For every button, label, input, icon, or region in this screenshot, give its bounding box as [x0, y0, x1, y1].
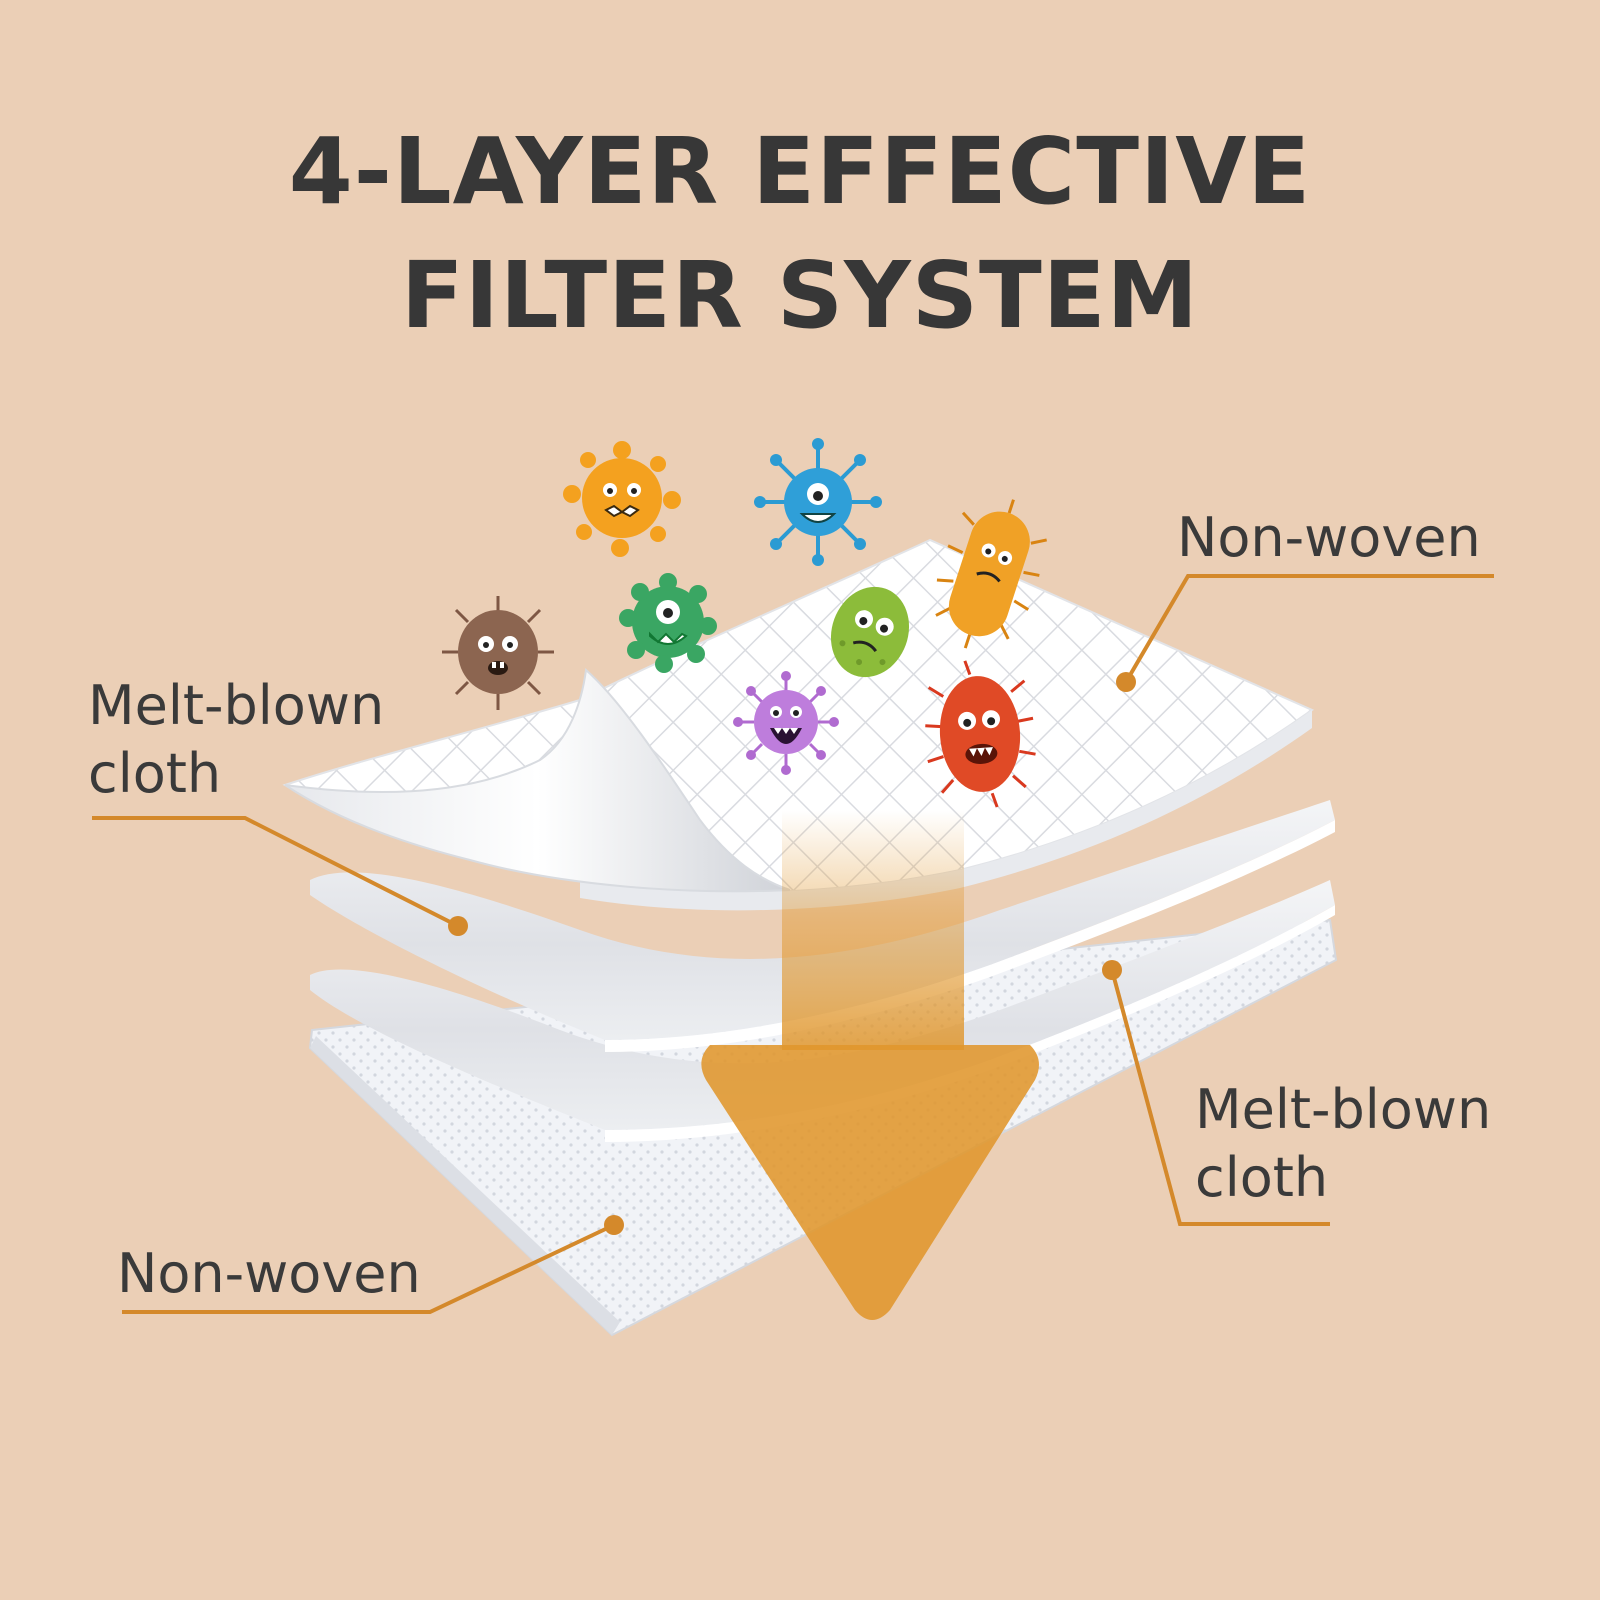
leader-top-right — [1124, 574, 1494, 684]
leader-left — [92, 816, 459, 928]
leader-dot-left — [448, 916, 468, 936]
label-melt-blown-left-line1: Melt-blown — [88, 674, 385, 737]
leader-bottom-left — [122, 1223, 615, 1314]
label-melt-blown-right: Melt-blown cloth — [1195, 1076, 1491, 1212]
label-melt-blown-right-line2: cloth — [1195, 1146, 1329, 1209]
label-non-woven-top: Non-woven — [1177, 504, 1481, 572]
layer-melt-blown-lower — [310, 880, 1335, 1142]
purple-germ-icon — [733, 671, 839, 775]
leader-dot-bottom-left — [604, 1215, 624, 1235]
label-melt-blown-right-line1: Melt-blown — [1195, 1078, 1492, 1141]
label-non-woven-bottom: Non-woven — [117, 1240, 421, 1308]
label-non-woven-bottom-text: Non-woven — [117, 1242, 421, 1305]
label-melt-blown-left: Melt-blown cloth — [88, 672, 384, 808]
red-bacteria-icon — [925, 660, 1036, 808]
leader-dots — [448, 672, 1136, 1235]
leader-lines — [92, 574, 1494, 1314]
leader-dot-right — [1102, 960, 1122, 980]
down-arrow-icon — [701, 810, 1039, 1320]
label-melt-blown-left-line2: cloth — [88, 742, 222, 805]
leader-right — [1110, 969, 1330, 1226]
label-non-woven-top-text: Non-woven — [1177, 506, 1481, 569]
page-title: 4-LAYER EFFECTIVE FILTER SYSTEM — [0, 110, 1600, 358]
orange-germ-icon — [563, 441, 681, 557]
green-germ-icon — [619, 573, 717, 673]
green-bacteria-icon — [830, 586, 910, 678]
layer-melt-blown-upper — [310, 800, 1335, 1052]
blue-virus-icon — [754, 438, 882, 566]
brown-germ-icon — [442, 596, 554, 710]
orange-bacteria-icon — [935, 499, 1047, 649]
title-line-2: FILTER SYSTEM — [400, 242, 1200, 349]
leader-dot-top-right — [1116, 672, 1136, 692]
title-line-1: 4-LAYER EFFECTIVE — [288, 118, 1312, 225]
